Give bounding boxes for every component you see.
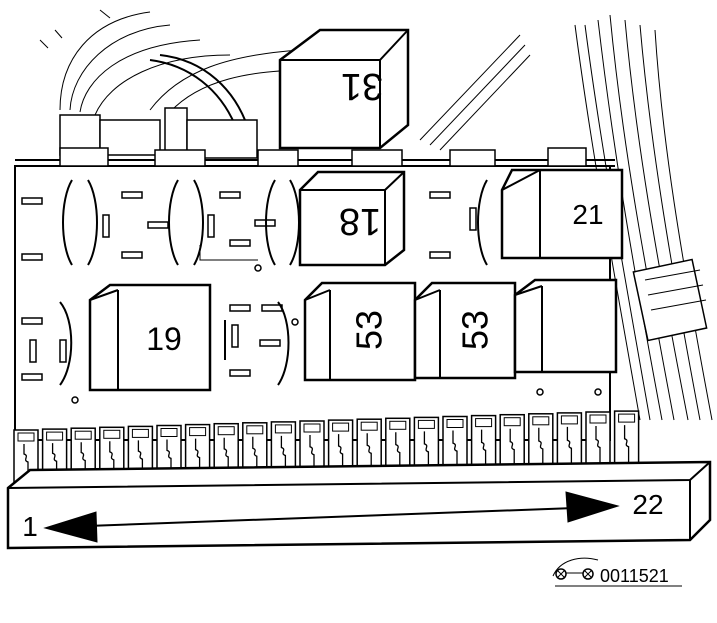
screw-dots [71,264,602,404]
figure-code-text: 0011521 [600,566,669,586]
relay-31: 31 [278,28,410,150]
relay-21-label: 21 [572,199,603,230]
socket-terminals-row1 [21,179,488,266]
figure-logo-icon [552,557,599,580]
wire-harness-right [419,14,713,421]
figure-code: 0011521 [552,557,682,587]
wire-harness-left [39,9,311,129]
relay-53-b-label: 53 [455,310,496,350]
relay-31-label: 31 [341,65,383,107]
relay-blank [513,278,618,374]
fuse-end-label: 22 [632,489,663,520]
box-body [14,147,615,441]
fuse-numbering-arrow: 1 22 [22,489,664,543]
fuse-start-label: 1 [22,511,38,542]
relay-18-label: 18 [339,200,381,242]
fuse-12 [327,419,354,481]
relay-53-a-label: 53 [349,310,390,350]
relay-19-label: 19 [146,321,182,357]
relay-19: 19 [88,283,212,392]
relay-53-a: 53 [303,281,417,382]
relay-21: 21 [500,168,624,260]
relay-53-b: 53 [413,281,517,380]
fuse-rail [6,460,712,550]
socket-terminals-row2 [21,301,290,386]
relay-18: 18 [298,170,406,267]
